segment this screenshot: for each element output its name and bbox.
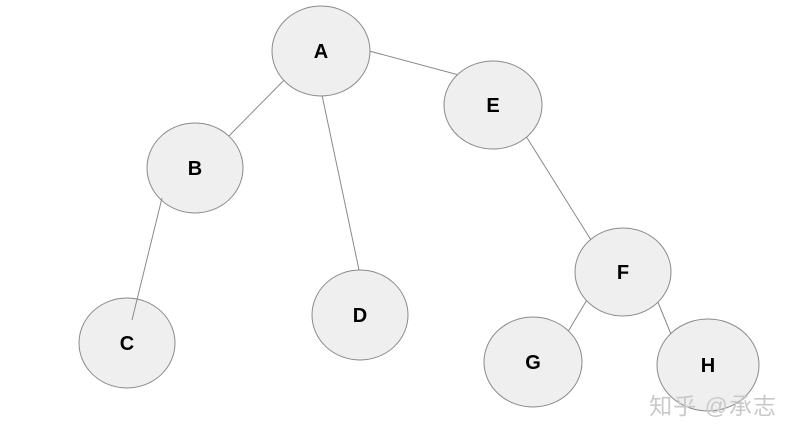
node-circle-A xyxy=(271,5,371,97)
node-circle-H xyxy=(656,318,760,412)
node-circle-C xyxy=(78,297,176,389)
node-label-A: A xyxy=(314,41,328,63)
node-C: C xyxy=(78,297,176,389)
node-E: E xyxy=(443,60,543,150)
node-G: G xyxy=(483,316,583,408)
node-label-H: H xyxy=(701,355,715,377)
node-F: F xyxy=(574,227,672,317)
edge-A-B xyxy=(220,70,294,145)
node-label-C: C xyxy=(120,333,134,355)
node-circle-B xyxy=(146,122,244,214)
node-circle-D xyxy=(311,269,409,361)
node-B: B xyxy=(146,122,244,214)
node-label-G: G xyxy=(525,352,541,374)
watermark: 知乎 @承志 xyxy=(649,393,777,419)
node-label-B: B xyxy=(188,158,202,180)
node-label-E: E xyxy=(486,95,499,117)
node-label-D: D xyxy=(353,305,367,327)
edge-A-D xyxy=(318,80,363,285)
node-A: A xyxy=(271,5,371,97)
edge-E-F xyxy=(518,124,597,249)
node-label-F: F xyxy=(617,262,629,284)
node-circle-E xyxy=(443,60,543,150)
node-D: D xyxy=(311,269,409,361)
node-H: H xyxy=(656,318,760,412)
edge-B-C xyxy=(131,197,163,321)
edge-A-E xyxy=(357,47,471,79)
node-circle-F xyxy=(574,227,672,317)
node-circle-G xyxy=(483,316,583,408)
